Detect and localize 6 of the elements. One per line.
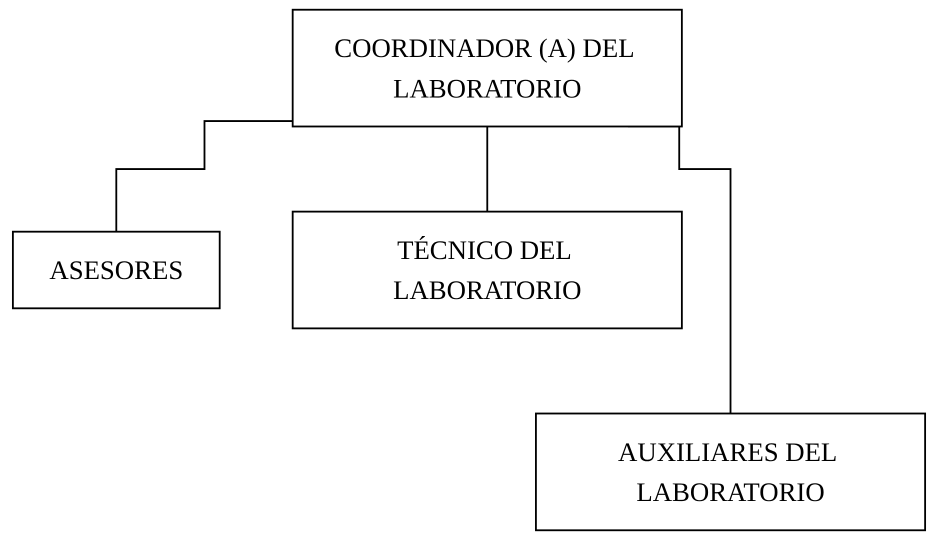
node-box: AUXILIARES DEL LABORATORIO [535, 412, 926, 532]
node-box: ASESORES [12, 230, 221, 310]
connector [115, 120, 293, 233]
node-box: TÉCNICO DEL LABORATORIO [292, 210, 683, 330]
node-box: COORDINADOR (A) DEL LABORATORIO [292, 8, 683, 128]
connector [486, 126, 488, 213]
